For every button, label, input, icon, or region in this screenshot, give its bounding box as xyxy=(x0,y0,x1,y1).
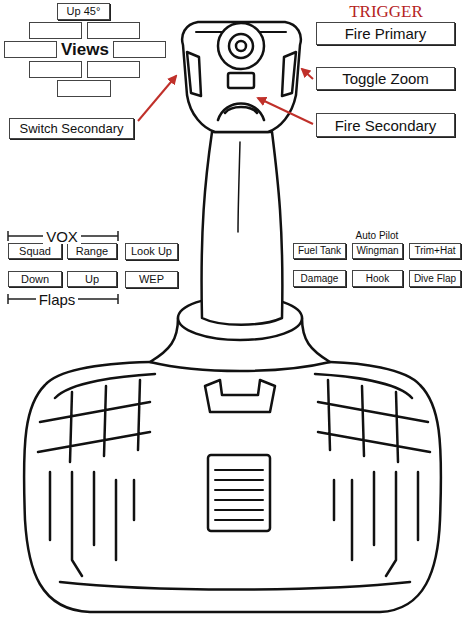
joystick-drawing xyxy=(208,455,270,531)
button-label: Toggle Zoom xyxy=(342,71,429,86)
button-label: WEP xyxy=(139,274,164,285)
button-box: Damage xyxy=(293,270,346,287)
button-box: Fire Secondary xyxy=(316,113,455,137)
joystick-drawing xyxy=(334,472,418,576)
button-box: Toggle Zoom xyxy=(316,67,455,90)
button-box: Trim+Hat xyxy=(409,243,461,259)
joystick-drawing xyxy=(282,52,296,96)
button-label: Hook xyxy=(366,274,389,284)
joystick-drawing xyxy=(218,23,264,69)
leader-arrow xyxy=(138,69,313,124)
button-label: Up xyxy=(85,274,99,285)
joystick-drawing xyxy=(182,22,301,132)
joystick-drawing xyxy=(318,380,430,462)
joystick-drawing xyxy=(202,132,283,325)
button-box: Fuel Tank xyxy=(293,243,346,259)
joystick-drawing xyxy=(38,380,150,462)
button-box: Squad xyxy=(8,243,62,259)
joystick-drawing xyxy=(236,41,246,51)
button-box: Up xyxy=(67,271,117,287)
joystick-drawing xyxy=(238,142,240,232)
button-box: Dive Flap xyxy=(409,270,461,287)
button-box: Down xyxy=(8,271,62,287)
button-box: WEP xyxy=(125,271,178,288)
leader-arrow xyxy=(302,69,313,79)
joystick-drawing xyxy=(24,362,441,612)
view-empty-boxes xyxy=(58,81,111,97)
group-label: VOX xyxy=(43,229,81,244)
button-label: Wingman xyxy=(356,246,398,256)
button-box: Wingman xyxy=(352,243,403,259)
view-empty-boxes xyxy=(114,42,166,58)
group-label: Auto Pilot xyxy=(353,231,402,241)
joystick-drawing xyxy=(215,470,263,520)
button-label: Fire Primary xyxy=(345,26,427,41)
joystick-drawing xyxy=(60,582,410,590)
button-label: Down xyxy=(21,274,49,285)
view-empty-boxes xyxy=(88,62,140,78)
view-empty-boxes xyxy=(5,23,166,97)
button-label: Fuel Tank xyxy=(298,246,341,256)
button-box: Fire Primary xyxy=(316,22,455,45)
leader-arrow xyxy=(258,98,313,124)
button-label: Up 45° xyxy=(67,6,101,17)
joystick-drawing xyxy=(24,22,441,612)
view-empty-boxes xyxy=(88,23,140,39)
joystick-drawing xyxy=(205,380,275,412)
button-label: Look Up xyxy=(131,246,172,257)
view-empty-boxes xyxy=(5,42,57,58)
group-label: Views xyxy=(58,41,112,58)
button-label: Squad xyxy=(19,246,51,257)
joystick-drawing xyxy=(228,73,254,88)
button-label: Damage xyxy=(301,274,339,284)
button-box: Range xyxy=(67,243,117,259)
button-box: Look Up xyxy=(125,243,178,260)
button-box: Switch Secondary xyxy=(9,118,134,139)
view-empty-boxes xyxy=(30,23,82,39)
button-label: Dive Flap xyxy=(414,274,456,284)
button-label: Switch Secondary xyxy=(19,122,123,135)
button-label: Range xyxy=(76,246,108,257)
joystick-drawing xyxy=(187,52,201,96)
view-empty-boxes xyxy=(30,62,82,78)
section-heading: TRIGGER xyxy=(346,3,426,20)
button-label: Trim+Hat xyxy=(414,246,455,256)
joystick-drawing xyxy=(218,104,264,121)
leader-arrow xyxy=(138,76,176,121)
group-label: Flaps xyxy=(36,292,79,307)
joystick-drawing xyxy=(229,34,253,58)
joystick-drawing xyxy=(50,472,134,576)
button-label: Fire Secondary xyxy=(335,118,437,133)
button-box: Hook xyxy=(352,270,403,287)
button-box: Up 45° xyxy=(57,3,110,20)
